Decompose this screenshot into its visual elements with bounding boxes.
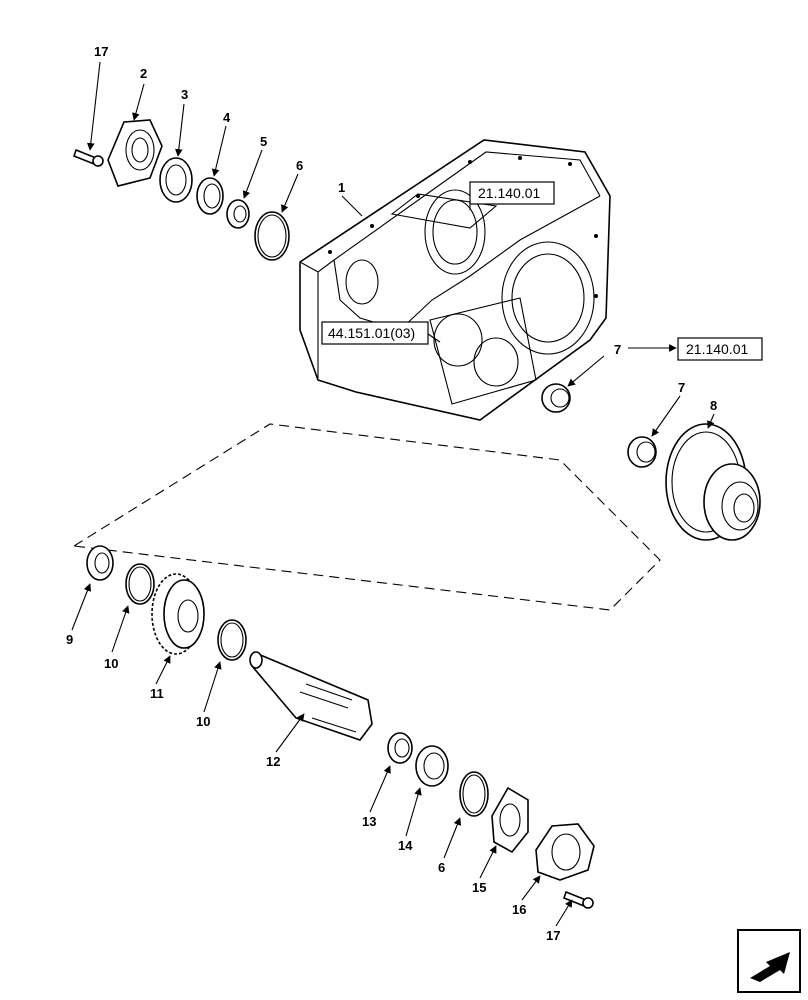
output-shaft (249, 651, 373, 741)
shim-ring (159, 157, 193, 203)
ref-label-left: 44.151.01(03) (328, 325, 415, 341)
ref-box-right[interactable]: 21.140.01 (677, 337, 763, 361)
label-7-lower: 7 (678, 380, 685, 395)
label-11: 11 (150, 686, 164, 701)
label-6-bottom: 6 (438, 860, 445, 875)
label-15: 15 (472, 880, 486, 895)
label-16: 16 (512, 902, 526, 917)
label-14: 14 (398, 838, 413, 853)
transmission-housing (299, 139, 611, 421)
ref-box-left[interactable]: 44.151.01(03) (321, 321, 429, 345)
label-17-top: 17 (94, 44, 108, 59)
thrust-washer (86, 545, 114, 581)
label-3: 3 (181, 87, 188, 102)
roller-bearing-top (226, 199, 250, 229)
label-7-upper: 7 (614, 342, 621, 357)
label-8: 8 (710, 398, 717, 413)
leader-lines (71, 61, 715, 927)
bolt-bottom (563, 890, 594, 909)
bearing-cup-right-upper (541, 383, 571, 413)
ref-label-top: 21.140.01 (478, 185, 540, 201)
ref-box-top[interactable]: 21.140.01 (469, 181, 555, 205)
bearing-cup-bottom (415, 745, 449, 787)
label-4: 4 (223, 110, 231, 125)
gear (151, 573, 205, 655)
label-10-right: 10 (196, 714, 210, 729)
label-9: 9 (66, 632, 73, 647)
bearing-cover-top (107, 119, 163, 187)
roller-bearing-bottom (387, 732, 413, 764)
o-ring-top (254, 211, 290, 261)
bolt-top (73, 148, 104, 167)
next-page-arrow-icon[interactable] (737, 929, 801, 993)
label-1: 1 (338, 180, 345, 195)
bearing-cover-bottom (535, 823, 595, 881)
o-ring-bottom (459, 771, 489, 817)
label-5: 5 (260, 134, 267, 149)
bearing-cup-top (196, 177, 224, 215)
assembly-boundary (73, 423, 661, 611)
label-10-left: 10 (104, 656, 118, 671)
label-13: 13 (362, 814, 376, 829)
bearing-cup-right-lower (627, 436, 657, 468)
label-6-top: 6 (296, 158, 303, 173)
ref-label-right: 21.140.01 (686, 341, 748, 357)
snap-ring-left (125, 563, 155, 605)
gear-cluster (665, 423, 761, 541)
part-labels: 17 2 3 4 5 6 1 7 7 8 9 10 11 10 12 13 14… (66, 44, 717, 943)
label-12: 12 (266, 754, 280, 769)
label-17-bottom: 17 (546, 928, 560, 943)
snap-ring-right (217, 619, 247, 661)
label-2: 2 (140, 66, 147, 81)
gasket (491, 786, 529, 854)
